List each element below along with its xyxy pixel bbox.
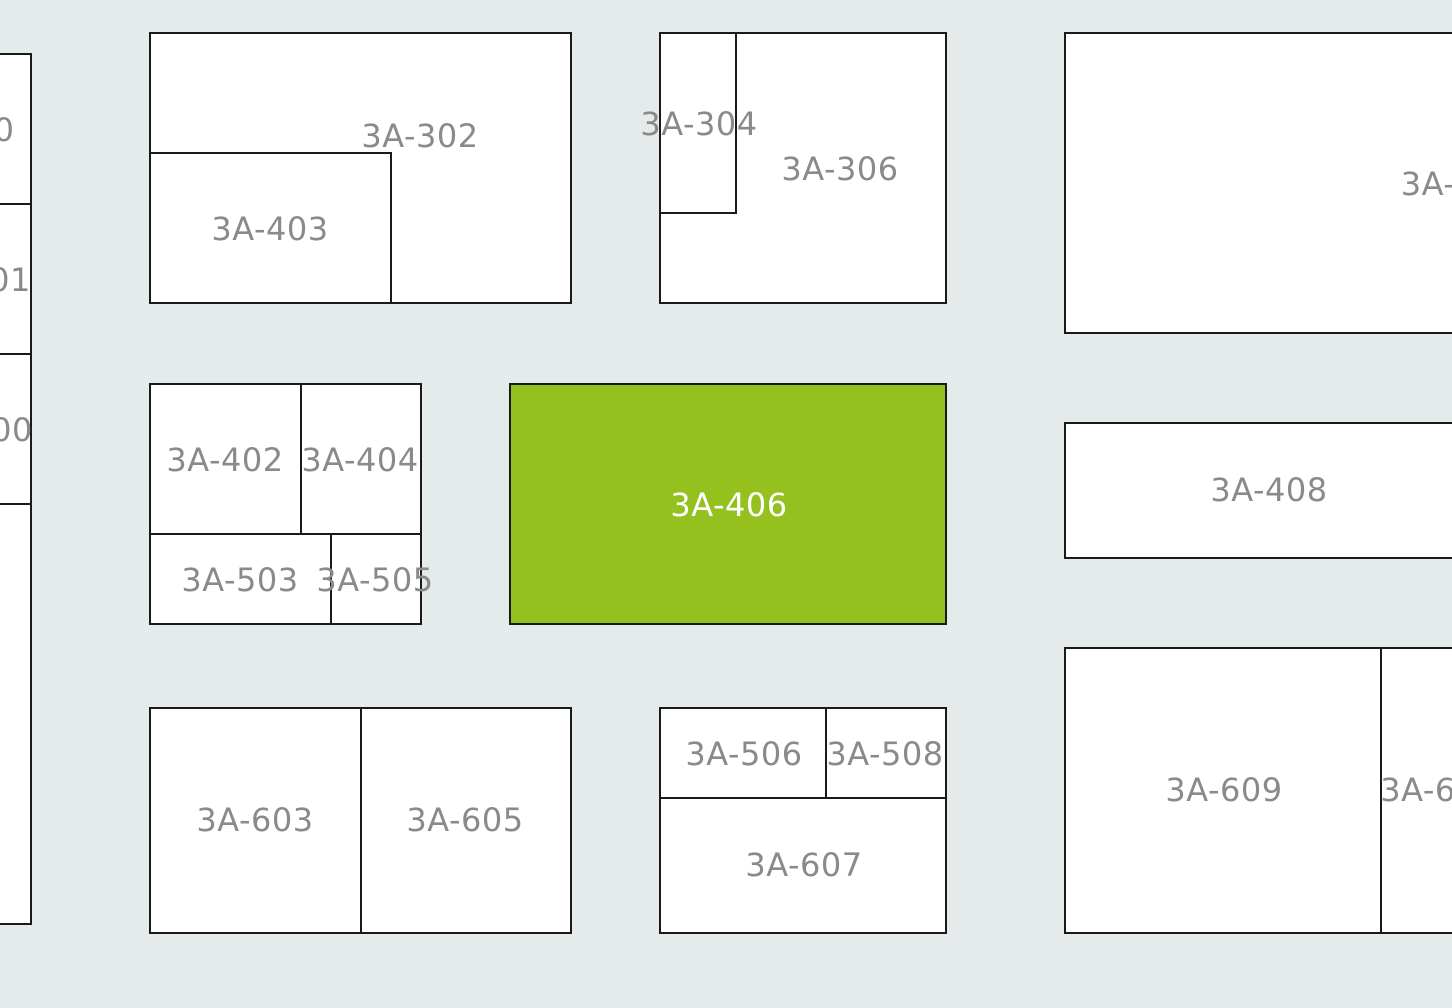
booth-3a-304[interactable] <box>659 32 737 214</box>
booth-3a-506[interactable] <box>659 707 827 799</box>
booth-3a-505[interactable] <box>330 533 422 625</box>
booth-3a-603[interactable] <box>149 707 362 934</box>
booth-3a-6-partial[interactable] <box>1380 647 1452 934</box>
booth-left-edge-2[interactable] <box>0 203 32 355</box>
booth-3a-top-right[interactable] <box>1064 32 1452 334</box>
booth-3a-404[interactable] <box>300 383 422 535</box>
booth-left-edge-4[interactable] <box>0 503 32 925</box>
booth-3a-605[interactable] <box>360 707 572 934</box>
booth-3a-406-selected[interactable] <box>509 383 947 625</box>
booth-3a-403[interactable] <box>149 152 392 304</box>
booth-left-edge-3[interactable] <box>0 353 32 505</box>
booth-3a-607[interactable] <box>659 797 947 934</box>
booth-3a-503[interactable] <box>149 533 332 625</box>
booth-3a-609[interactable] <box>1064 647 1382 934</box>
booth-3a-508[interactable] <box>825 707 947 799</box>
booth-left-edge-1[interactable] <box>0 53 32 205</box>
booth-3a-408[interactable] <box>1064 422 1452 559</box>
booth-3a-402[interactable] <box>149 383 302 535</box>
